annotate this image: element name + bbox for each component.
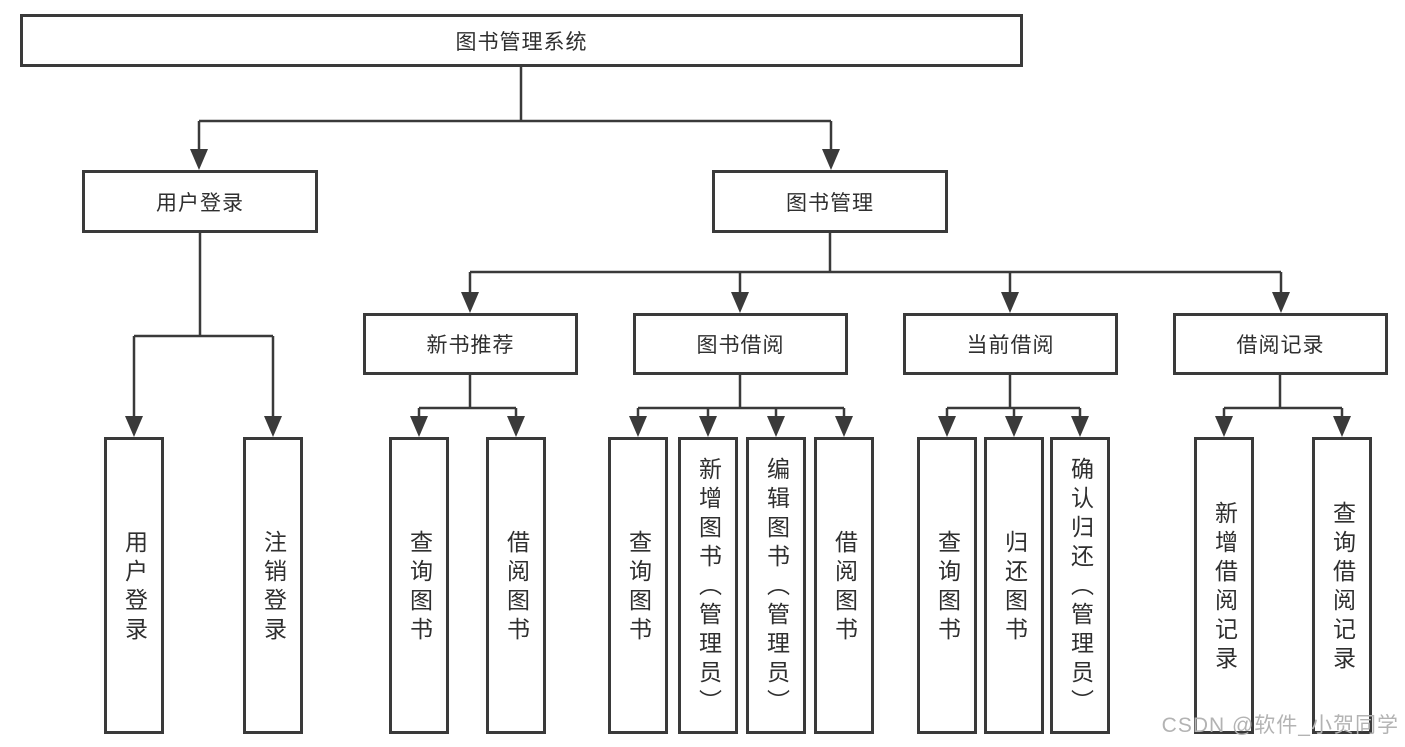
leaf-user-login: 用户登录 [104,437,164,734]
leaf-query-books-1: 查询图书 [389,437,449,734]
watermark: CSDN @软件_小贺同学 [1161,714,1399,737]
connector-book-borrow [629,375,853,437]
leaf-borrow-books-1: 借阅图书 [486,437,546,734]
connector-current-borrow [938,375,1089,437]
connector-book-management [461,233,1290,313]
leaf-query-borrow-record: 查询借阅记录 [1312,437,1372,734]
connector-borrow-records [1215,375,1351,437]
connector-user-login [125,233,282,437]
node-current-borrow: 当前借阅 [903,313,1118,375]
node-user-login: 用户登录 [82,170,318,233]
leaf-query-books-2: 查询图书 [608,437,668,734]
connector-root [190,67,840,170]
leaf-borrow-books-2: 借阅图书 [814,437,874,734]
node-book-management: 图书管理 [712,170,948,233]
leaf-edit-book-admin: 编辑图书（管理员） [746,437,806,734]
leaf-return-books: 归还图书 [984,437,1044,734]
leaf-logout: 注销登录 [243,437,303,734]
node-borrow-records: 借阅记录 [1173,313,1388,375]
leaf-confirm-return-admin: 确认归还（管理员） [1050,437,1110,734]
node-library-management-system: 图书管理系统 [20,14,1023,67]
node-book-borrow: 图书借阅 [633,313,848,375]
connector-new-book [410,375,525,437]
leaf-add-book-admin: 新增图书（管理员） [678,437,738,734]
leaf-query-books-3: 查询图书 [917,437,977,734]
leaf-add-borrow-record: 新增借阅记录 [1194,437,1254,734]
node-new-book-recommend: 新书推荐 [363,313,578,375]
